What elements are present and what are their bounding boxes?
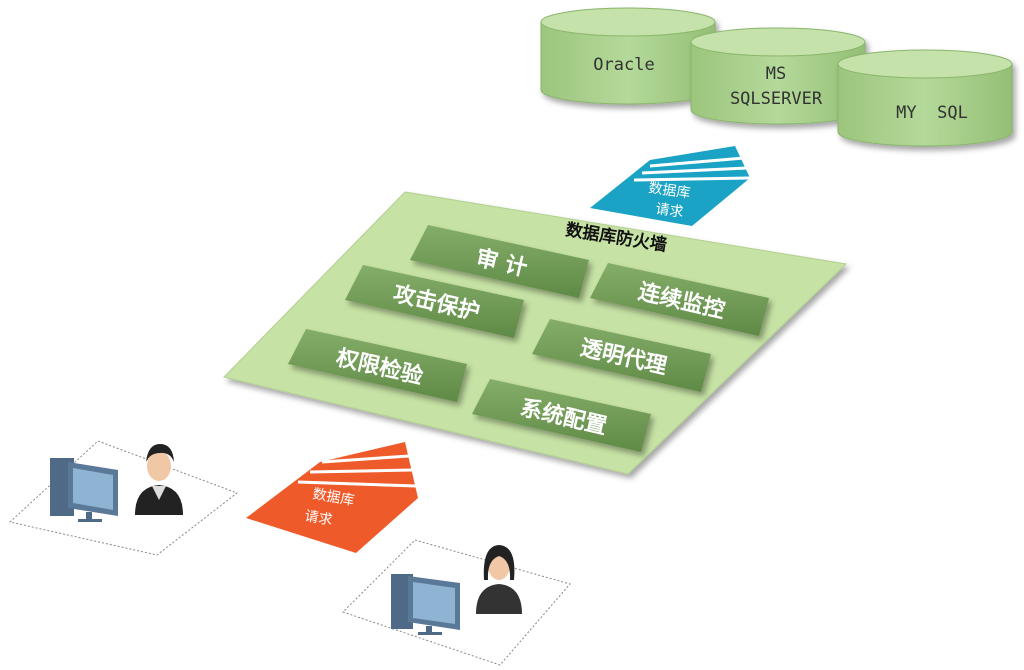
client-female: [342, 539, 571, 666]
module-tile: [472, 379, 651, 452]
request-arrow-upper: 数据库 请求: [590, 146, 751, 226]
male-user-icon: [135, 444, 183, 515]
request-arrow-lower: 数据库 请求: [246, 442, 418, 553]
module-transparent-proxy: 透明代理: [532, 319, 711, 392]
module-tile: [345, 265, 524, 338]
database-mysql: MY SQL: [837, 49, 1013, 147]
database-mssqlserver: MS SQLSERVER: [690, 27, 866, 125]
client-zone: [342, 539, 571, 666]
female-user-icon: [476, 545, 522, 614]
computer-icon: [391, 574, 460, 635]
arrow-label: 请求: [303, 508, 333, 529]
database-label: MS: [766, 64, 786, 84]
module-tile: [288, 329, 467, 402]
module-tile: [410, 225, 589, 298]
database-label: Oracle: [593, 55, 654, 75]
arrow-label: 数据库: [311, 486, 355, 509]
database-label: MY SQL: [896, 103, 968, 123]
module-tile: [590, 263, 769, 336]
client-male: [8, 440, 239, 556]
module-system-config: 系统配置: [472, 379, 651, 452]
arrow-label: 请求: [654, 201, 684, 221]
computer-icon: [50, 458, 118, 522]
database-oracle: Oracle: [540, 7, 716, 105]
arrow-label: 数据库: [647, 180, 691, 202]
client-zone: [8, 440, 239, 556]
module-audit: 审 计: [410, 225, 589, 298]
database-label: SQLSERVER: [730, 89, 823, 109]
module-tile: [532, 319, 711, 392]
